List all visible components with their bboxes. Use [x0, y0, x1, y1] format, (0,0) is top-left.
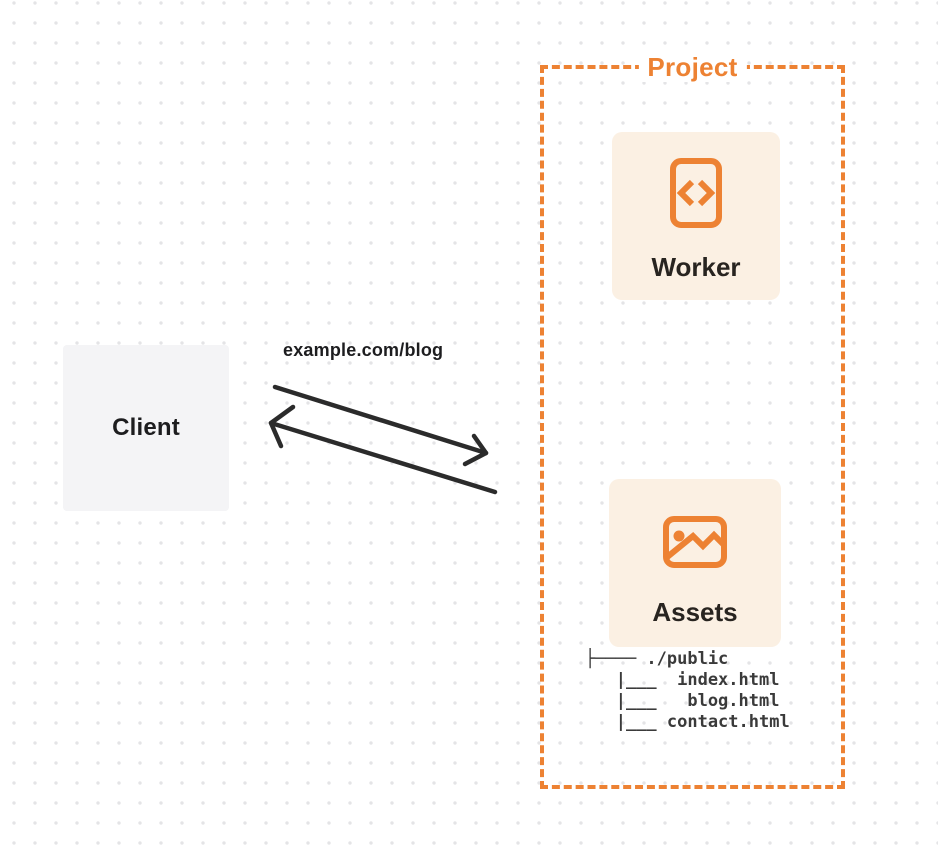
request-arrow	[272, 384, 489, 467]
project-container: Project Worker Assets ├──── ./public |__…	[540, 52, 845, 789]
request-url-label: example.com/blog	[283, 340, 444, 360]
client-node: Client	[63, 345, 229, 511]
code-file-icon	[670, 158, 722, 228]
image-icon	[663, 516, 727, 568]
project-label: Project	[638, 52, 747, 82]
file-tree-item-contact: |___ contact.html	[585, 712, 790, 732]
client-label: Client	[112, 414, 180, 441]
assets-node: Assets	[609, 479, 781, 647]
worker-node: Worker	[612, 132, 780, 300]
file-tree-item-blog: |___ blog.html	[585, 691, 780, 711]
worker-label: Worker	[651, 252, 741, 282]
file-tree-root: ├──── ./public	[585, 649, 729, 669]
response-arrow	[268, 404, 498, 495]
assets-label: Assets	[652, 597, 738, 627]
assets-file-tree: ├──── ./public |___ index.html |___ blog…	[585, 649, 790, 733]
file-tree-item-index: |___ index.html	[585, 670, 780, 690]
